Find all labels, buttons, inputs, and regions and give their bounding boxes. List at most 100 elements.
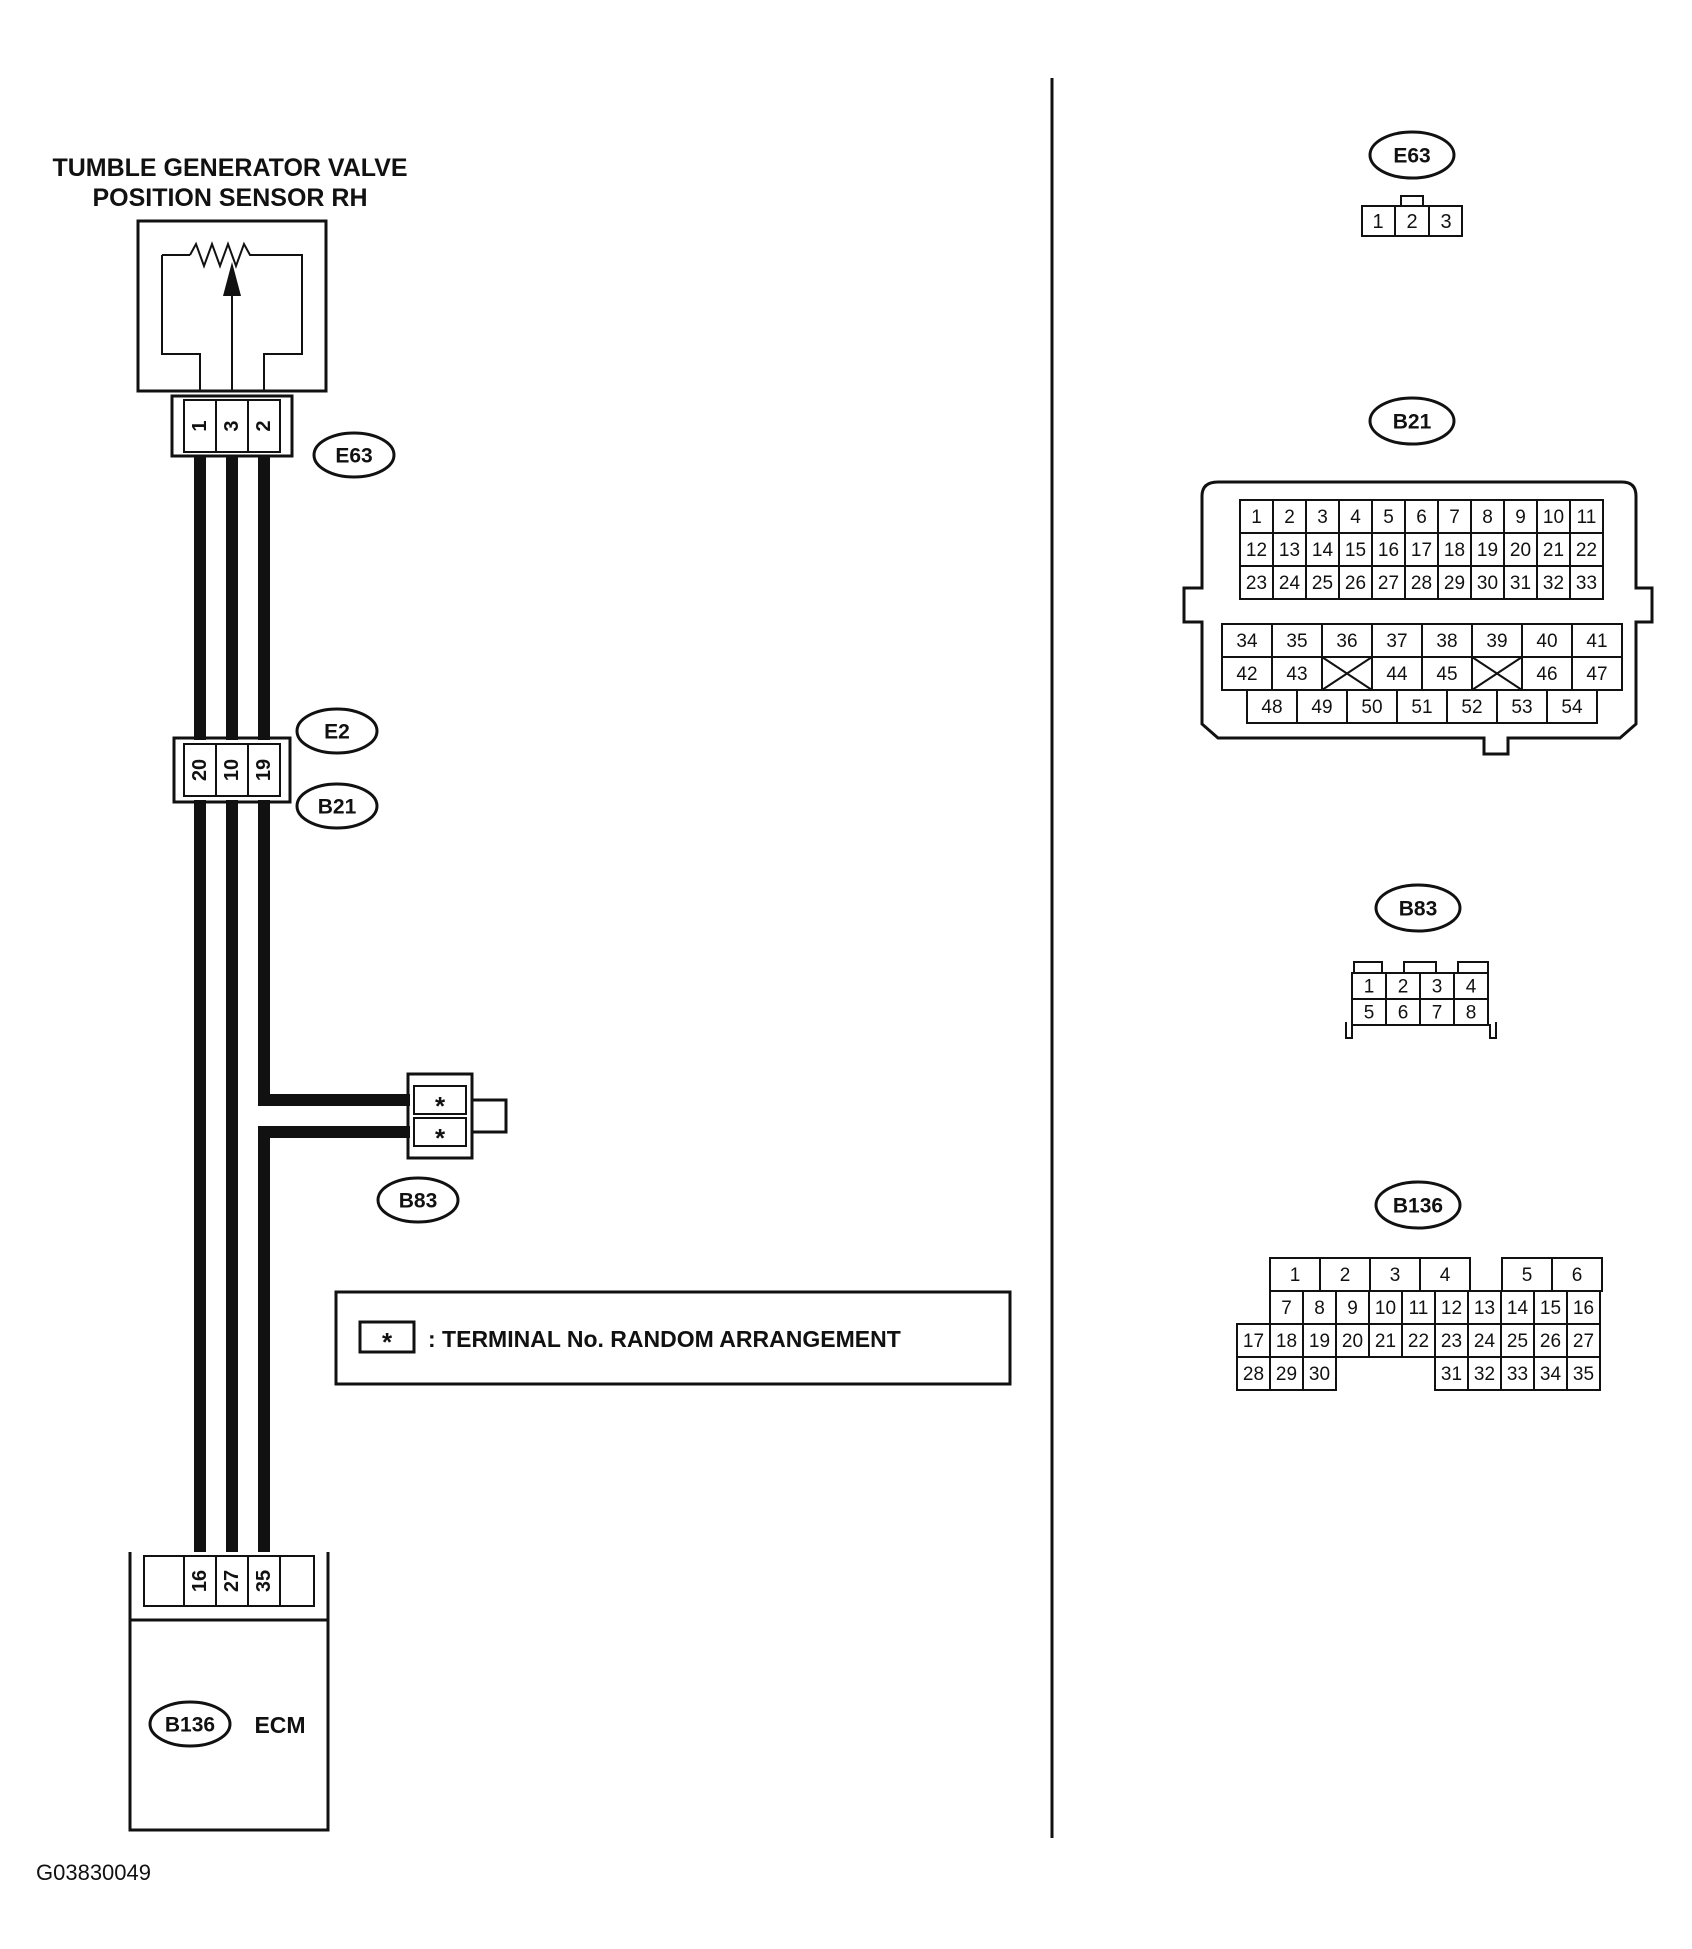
pin-label: 7 [1281,1298,1292,1319]
pin-label: 32 [1474,1364,1495,1385]
pin-label: 15 [1540,1298,1561,1319]
pin: 2 [1406,211,1417,233]
pin-label: 8 [1466,1003,1477,1024]
pin-label: 30 [1477,573,1498,594]
pin-label: 31 [1441,1364,1462,1385]
pin-label: 13 [1474,1298,1495,1319]
pin-label: 29 [1444,573,1465,594]
pin-label: 5 [1364,1003,1375,1024]
sensor-terminal-3: 3 [221,420,243,431]
pin-label: 18 [1276,1331,1297,1352]
pin-label: 24 [1474,1331,1496,1352]
pin-label: 14 [1312,540,1334,561]
sensor-terminal-1: 1 [189,420,211,431]
pin-label: 53 [1511,697,1532,718]
b83-terminal-random-2: * [435,1123,446,1153]
pin-label: 2 [1284,507,1295,528]
pin-label: 7 [1432,1003,1443,1024]
pin-label: 13 [1279,540,1300,561]
pin-label: 24 [1279,573,1301,594]
pin-label: 21 [1543,540,1564,561]
pin-label: 45 [1436,664,1457,685]
pin-label: 3 [1432,977,1443,998]
svg-text:E63: E63 [335,445,372,468]
ecm-label: ECM [254,1712,305,1738]
pin-label: 7 [1449,507,1460,528]
pin-label: 37 [1386,631,1407,652]
pin-label: 2 [1340,1265,1351,1286]
ecm-unit: 16 27 35 B136 ECM [128,1552,330,1832]
legend-box: * : TERMINAL No. RANDOM ARRANGEMENT [334,1290,1012,1386]
pin-cell [1546,689,1598,724]
legend-symbol: * [382,1327,393,1357]
pin-label: 14 [1507,1298,1529,1319]
figure-id: G03830049 [36,1860,151,1885]
sensor-title-line2: POSITION SENSOR RH [92,184,367,212]
pinout-e63: E63 1 2 3 [1361,130,1463,237]
pin-label: 4 [1440,1265,1451,1286]
pin-label: 23 [1246,573,1267,594]
pin-label: 30 [1309,1364,1330,1385]
pin-label: 44 [1386,664,1408,685]
pinout-b136-title: B136 [1393,1195,1443,1218]
pin-label: 17 [1243,1331,1264,1352]
pin-label: 35 [1573,1364,1594,1385]
pin-label: 38 [1436,631,1457,652]
pin-label: 11 [1577,507,1597,528]
connector-label-e2: E2 [295,707,379,755]
pin-label: 18 [1444,540,1465,561]
pin-label: 43 [1286,664,1307,685]
svg-text:B83: B83 [399,1190,438,1213]
pin-label: 34 [1540,1364,1562,1385]
pin-cell [1302,1356,1337,1391]
pin-label: 5 [1522,1265,1533,1286]
pin-label: 25 [1312,573,1333,594]
pin-label: 52 [1461,697,1482,718]
pin-label: 33 [1507,1364,1528,1385]
pin-label: 8 [1482,507,1493,528]
ecm-terminal-27: 27 [221,1570,243,1592]
pin-label: 5 [1383,507,1394,528]
pin-label: 46 [1536,664,1557,685]
pin: 1 [1372,211,1383,233]
pin-label: 50 [1361,697,1382,718]
pinout-e63-title: E63 [1393,145,1430,168]
pin-label: 26 [1540,1331,1561,1352]
pin-label: 47 [1586,664,1607,685]
sensor-terminal-2: 2 [253,420,275,431]
pin-label: 32 [1543,573,1564,594]
connector-label-b83: B83 [376,1176,460,1224]
pin-label: 49 [1311,697,1332,718]
pin-label: 4 [1350,507,1361,528]
pinout-b83-title: B83 [1399,898,1438,921]
sensor-connector-e63: 1 3 2 [170,394,294,458]
pin-label: 6 [1416,507,1427,528]
unused-pin-cross [1471,656,1523,691]
pin-label: 26 [1345,573,1366,594]
pin-label: 8 [1314,1298,1325,1319]
unused-pin-cross [1321,656,1373,691]
pin-cell [1566,1356,1601,1391]
pin-label: 10 [1543,507,1564,528]
sensor-title-line1: TUMBLE GENERATOR VALVE [52,154,407,182]
pin-label: 16 [1378,540,1399,561]
wiper-arrow-icon [223,262,241,296]
harness-wires [194,456,410,1552]
pin-label: 9 [1515,507,1526,528]
junction-terminal-10: 10 [221,759,243,781]
pin-label: 20 [1510,540,1531,561]
connector-label-b21: B21 [295,782,379,830]
pin-label: 23 [1441,1331,1462,1352]
pin-label: 31 [1510,573,1531,594]
pin-label: 20 [1342,1331,1363,1352]
pin-label: 40 [1536,631,1557,652]
pin-label: 19 [1477,540,1498,561]
pin-label: 48 [1261,697,1282,718]
connector-label-b136: B136 [165,1714,215,1737]
pin-label: 39 [1486,631,1507,652]
junction-terminal-20: 20 [189,759,211,781]
pin-label: 1 [1364,977,1375,998]
